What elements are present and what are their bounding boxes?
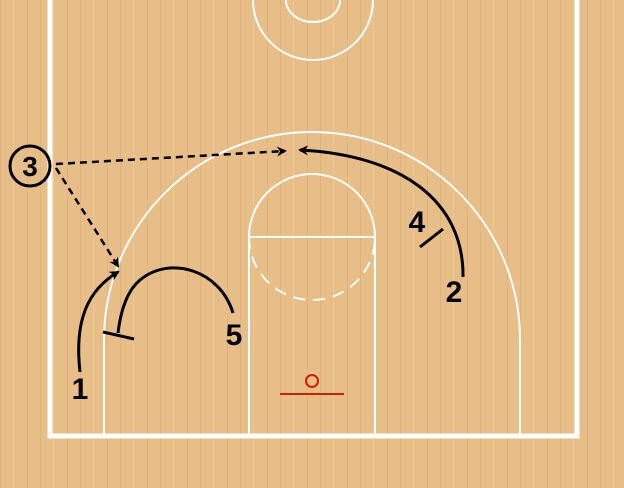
cut-player-1 (77, 270, 120, 373)
players: 3 1 2 4 5 (8, 144, 463, 406)
player-3: 3 (8, 144, 52, 188)
three-point-arc (103, 131, 521, 436)
screen-bar-5 (102, 330, 135, 341)
screen-path-5 (116, 266, 235, 334)
basket (280, 374, 344, 395)
free-throw-circle-bottom (248, 236, 376, 301)
player-3-label: 3 (22, 151, 38, 182)
ball-handler-circle (8, 144, 52, 188)
cut-player-2 (298, 145, 465, 278)
screen-bar-4 (419, 227, 444, 249)
court-lines (47, 0, 580, 439)
free-throw-lane (248, 236, 376, 436)
pass-3-to-wing (54, 167, 120, 268)
rim (305, 374, 319, 388)
player-1-label: 1 (72, 373, 89, 406)
player-2-label: 2 (446, 276, 463, 309)
court-boundary (47, 0, 580, 439)
pass-3-to-top (55, 146, 287, 166)
center-circle (252, 0, 374, 61)
free-throw-circle-top (248, 173, 376, 238)
player-4-label: 4 (409, 206, 426, 239)
player-5-label: 5 (226, 319, 243, 352)
center-circle-inner (285, 0, 341, 23)
movements (54, 145, 465, 373)
